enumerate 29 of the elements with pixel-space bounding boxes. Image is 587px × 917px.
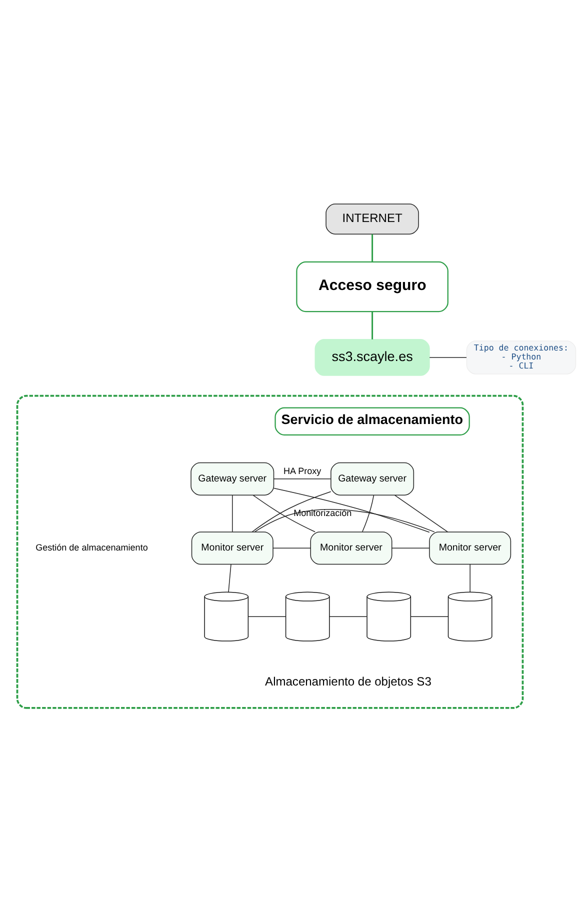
node-box: Servicio de almacenamiento (274, 406, 470, 435)
connector (252, 490, 332, 532)
node-box: Gateway server (190, 462, 274, 495)
connector (391, 547, 430, 548)
connector (254, 508, 435, 532)
connector (372, 311, 374, 339)
connector (362, 494, 374, 532)
node-box: Monitor server (191, 531, 274, 564)
connector (252, 494, 316, 532)
connector (272, 547, 311, 548)
connector (228, 564, 232, 592)
connector (232, 494, 233, 532)
edge-label: HA Proxy (284, 466, 322, 476)
node-box: ss3.scayle.es (314, 338, 430, 376)
node-box: Monitor server (429, 531, 512, 564)
connector (274, 487, 430, 532)
label: Almacenamiento de objetos S3 (265, 674, 432, 688)
connector (429, 356, 467, 358)
connector (394, 494, 448, 532)
node-box: Monitor server (310, 531, 392, 564)
node-box: Tipo de conexiones: - Python - CLI (466, 340, 576, 374)
node-box: Gateway server (330, 462, 414, 495)
label: Gestión de almacenamiento (36, 542, 148, 552)
node-box: Acceso seguro (296, 260, 448, 312)
connector (372, 234, 374, 262)
node-box: INTERNET (326, 203, 419, 234)
cluster (16, 394, 524, 708)
connector (273, 478, 332, 479)
edge-label: Monitorización (294, 507, 352, 518)
